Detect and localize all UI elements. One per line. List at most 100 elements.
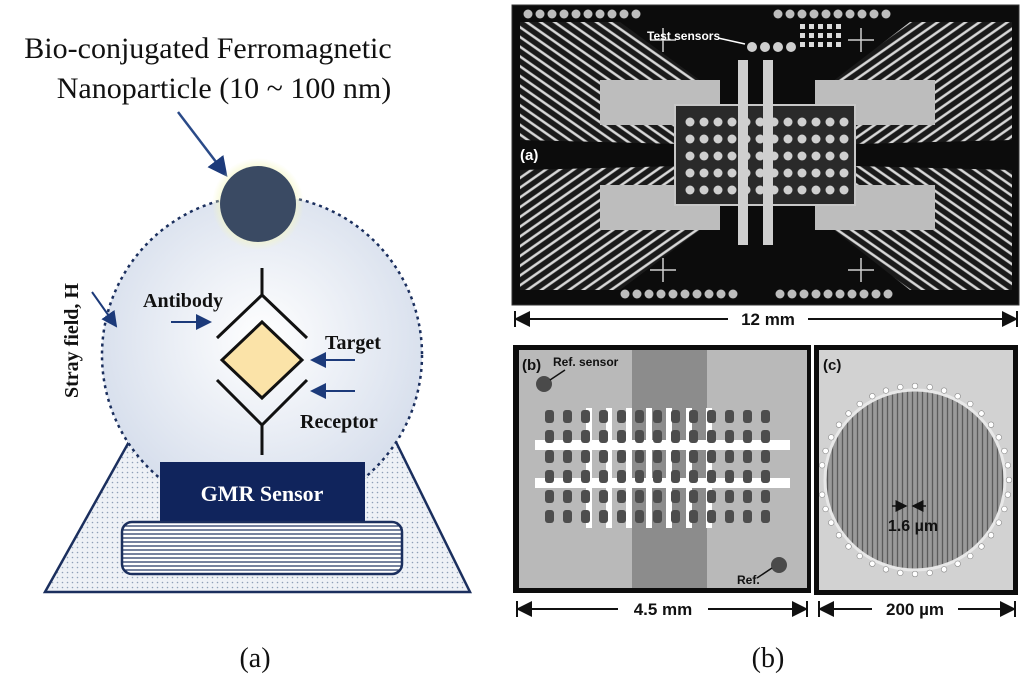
array-sensor <box>699 134 709 144</box>
grid-sensor <box>743 410 752 423</box>
grid-sensor <box>707 470 716 483</box>
bond-pad <box>644 289 654 299</box>
grid-sensor <box>689 470 698 483</box>
bond-pad <box>680 289 690 299</box>
grid-sensor <box>689 510 698 523</box>
array-sensor <box>811 134 821 144</box>
receptor <box>215 378 309 455</box>
gmr-sensor-label: GMR Sensor <box>201 481 324 506</box>
array-sensor <box>699 117 709 127</box>
grid-sensor <box>581 470 590 483</box>
grid-sensor <box>707 410 716 423</box>
bond-pad <box>811 289 821 299</box>
grid-sensor <box>653 410 662 423</box>
grid-sensor <box>545 490 554 503</box>
bond-pad <box>547 9 557 19</box>
test-pad <box>809 24 814 29</box>
array-sensor <box>839 134 849 144</box>
array-sensor <box>825 185 835 195</box>
bond-pad <box>571 9 581 19</box>
ring-dot <box>954 393 961 400</box>
grid-sensor <box>617 430 626 443</box>
scale-4-5mm-label: 4.5 mm <box>634 600 693 619</box>
ring-dot <box>869 393 876 400</box>
bond-pad <box>845 9 855 19</box>
ref-sensor-dot <box>536 376 552 392</box>
array-sensor <box>797 134 807 144</box>
grid-sensor <box>671 430 680 443</box>
ring-dot <box>987 421 995 428</box>
array-sensor <box>811 117 821 127</box>
array-sensor <box>755 168 765 178</box>
bond-pad <box>656 289 666 299</box>
array-sensor <box>755 117 765 127</box>
center-lead-right <box>763 60 773 245</box>
bond-pad <box>620 289 630 299</box>
bond-pad <box>523 9 533 19</box>
grid-sensor <box>689 490 698 503</box>
grid-sensor <box>671 470 680 483</box>
grid-sensor <box>725 470 734 483</box>
array-sensor <box>797 168 807 178</box>
test-pad <box>809 42 814 47</box>
lead-line <box>586 408 592 528</box>
antibody <box>215 268 309 340</box>
bond-pad <box>881 9 891 19</box>
ref-sensor-arrow <box>549 369 566 381</box>
ring-dot <box>882 566 890 573</box>
test-pad <box>809 33 814 38</box>
array-sensor <box>699 168 709 178</box>
grid-sensor <box>707 450 716 463</box>
grid-sensor <box>725 490 734 503</box>
grid-sensor <box>563 430 572 443</box>
grid-sensor <box>635 470 644 483</box>
array-sensor <box>713 151 723 161</box>
grid-sensor <box>635 430 644 443</box>
grid-sensor <box>761 510 770 523</box>
test-pad <box>827 24 832 29</box>
bond-pad <box>859 289 869 299</box>
array-sensor <box>783 185 793 195</box>
test-pad <box>800 42 805 47</box>
grid-sensor <box>653 470 662 483</box>
array-sensor <box>727 185 737 195</box>
bond-pad <box>559 9 569 19</box>
ring-dot <box>828 434 835 441</box>
bond-pad <box>787 289 797 299</box>
scale-200um-label-bg <box>872 598 958 620</box>
grid-sensor <box>653 510 662 523</box>
ring-dot <box>954 560 961 567</box>
grid-sensor <box>617 410 626 423</box>
array-sensor <box>825 168 835 178</box>
grid-sensor <box>689 410 698 423</box>
grid-sensor <box>545 410 554 423</box>
bond-pad <box>785 9 795 19</box>
ring-dot <box>897 384 904 391</box>
bond-pad <box>583 9 593 19</box>
grid-sensor <box>599 430 608 443</box>
grid-sensor <box>599 470 608 483</box>
array-sensor <box>825 151 835 161</box>
ring-dot <box>856 400 863 408</box>
bond-pad <box>632 289 642 299</box>
test-sensor-dots <box>747 24 841 52</box>
center-lead-left <box>738 60 748 245</box>
grid-sensor <box>761 470 770 483</box>
array-sensor <box>699 185 709 195</box>
ring-dot <box>926 384 933 391</box>
grid-sensor <box>671 410 680 423</box>
stray-field-arrow <box>91 291 118 328</box>
nanoparticle <box>220 166 296 242</box>
array-sensor <box>685 168 695 178</box>
array-sensor <box>713 185 723 195</box>
grid-sensor <box>563 450 572 463</box>
array-sensor <box>713 134 723 144</box>
ring-dot <box>897 569 904 576</box>
array-sensor <box>755 185 765 195</box>
pad-row-bottom <box>620 289 893 299</box>
ring-dot <box>940 387 948 394</box>
lead-line <box>666 408 672 528</box>
array-sensor <box>839 117 849 127</box>
ring-dot <box>819 491 826 498</box>
test-sensors-label: Test sensors <box>647 29 720 43</box>
